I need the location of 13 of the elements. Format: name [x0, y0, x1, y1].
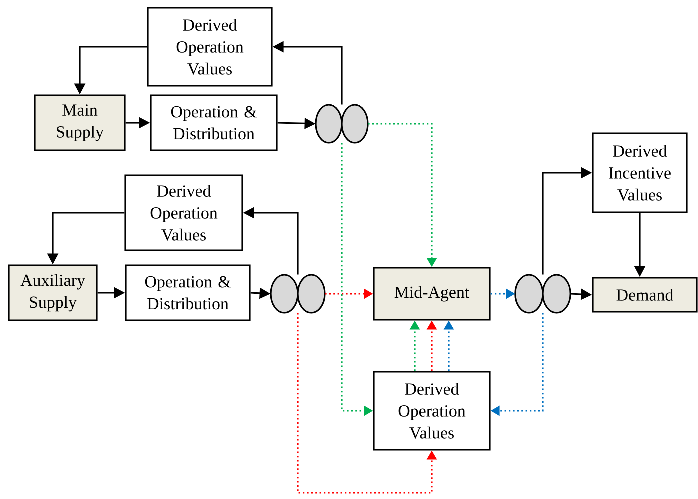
- process-box: Derived Incentive Values: [592, 132, 688, 214]
- process-box: Derived Operation Values: [124, 174, 244, 252]
- process-box: Derived Operation Values: [373, 371, 491, 451]
- process-box: Main Supply: [34, 94, 126, 152]
- process-box: Operation & Distribution: [125, 264, 251, 322]
- splitter-symbol: [270, 274, 326, 314]
- process-box: Derived Operation Values: [147, 7, 273, 87]
- process-box: Mid-Agent: [373, 267, 491, 321]
- splitter-symbol: [514, 274, 572, 314]
- process-box: Operation & Distribution: [150, 94, 278, 152]
- process-box: Auxiliary Supply: [8, 264, 98, 322]
- splitter-symbol: [315, 104, 369, 144]
- process-box: Demand: [592, 277, 698, 313]
